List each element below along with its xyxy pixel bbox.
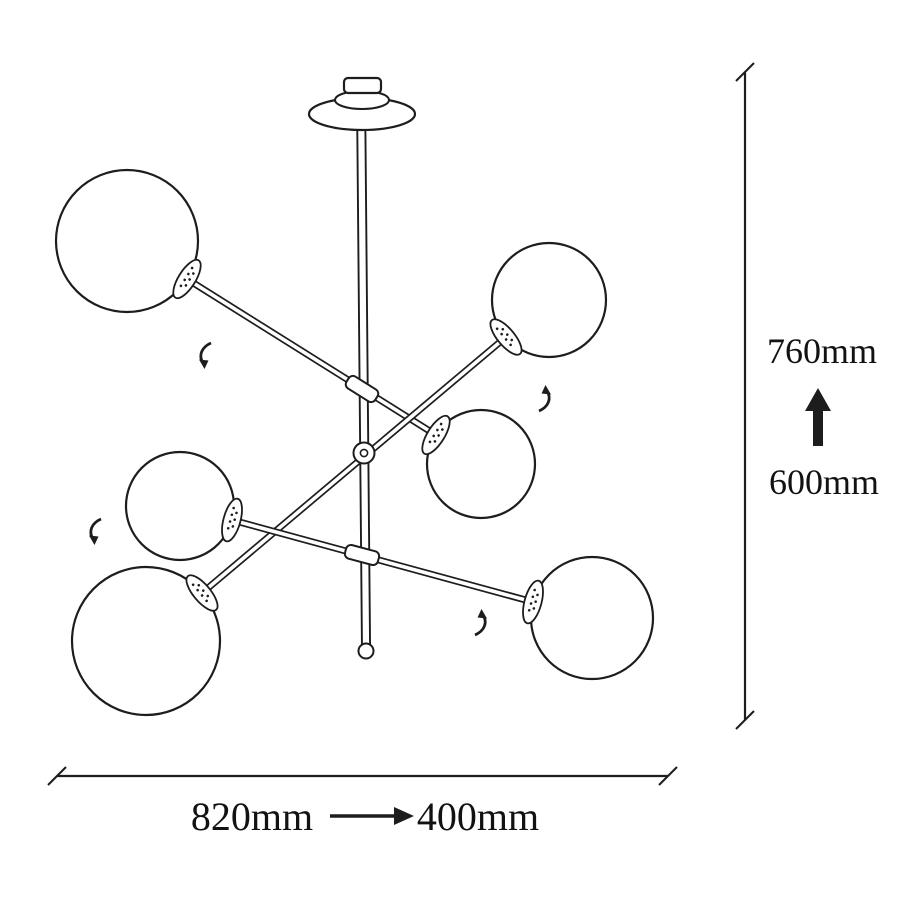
globe-middle-right: [425, 408, 537, 520]
ball-joint: [352, 441, 376, 465]
rotate-arrow-icon: [89, 517, 102, 545]
mount-plate-middle-left: [221, 497, 243, 543]
swivel-sleeve-lower: [343, 543, 381, 567]
ceiling-canopy: [307, 76, 417, 132]
globe-middle-left: [124, 450, 236, 562]
rotate-arrow-icon: [538, 385, 551, 413]
width-dimension-line: [47, 766, 678, 786]
dimension-tick: [47, 766, 67, 786]
height-secondary-label: 600mm: [769, 462, 879, 502]
globe-bottom-left: [70, 565, 222, 717]
dimension-tick: [735, 710, 755, 730]
arm-upper: [185, 276, 438, 438]
height-dimension-line: [735, 62, 755, 730]
right-arrow-icon: [330, 807, 414, 825]
mount-plate-bottom-left: [185, 574, 219, 612]
mount-plate-middle-right: [421, 414, 451, 456]
rod-finial-ball: [357, 642, 375, 660]
globe-upper-right: [490, 241, 608, 359]
globe-top-left: [54, 168, 200, 314]
globe-bottom-right: [529, 555, 655, 681]
mount-plate-top-left: [172, 258, 202, 300]
mount-plate-bottom-right: [522, 579, 544, 625]
rotate-arrow-icon: [474, 609, 487, 637]
up-arrow-icon: [805, 388, 831, 446]
width-secondary-label: 400mm: [417, 794, 539, 839]
height-primary-label: 760mm: [767, 331, 877, 371]
arm-lower: [231, 516, 534, 606]
dimension-tick: [658, 766, 678, 786]
dimension-tick: [735, 62, 755, 82]
arm-middle: [199, 334, 509, 596]
width-primary-label: 820mm: [191, 794, 313, 839]
rotate-arrow-icon: [199, 341, 212, 369]
swivel-sleeve-upper: [344, 374, 380, 404]
mount-plate-upper-right: [489, 318, 523, 356]
